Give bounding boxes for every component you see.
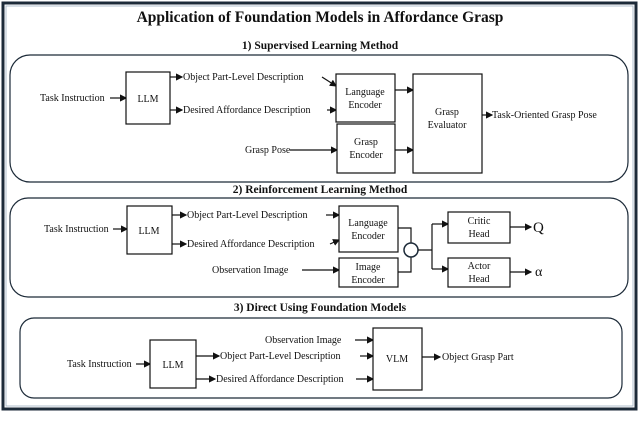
- s2-arrow-afford-enc: [329, 239, 341, 246]
- s1-llm-box: [125, 71, 171, 125]
- s2-language-encoder-l2: Encoder: [351, 231, 385, 242]
- s2-task-instruction: Task Instruction: [44, 224, 109, 235]
- s1-task-instruction: Task Instruction: [40, 93, 105, 104]
- s1-grasp-pose: Grasp Pose: [245, 145, 291, 156]
- s2-language-encoder-l1: Language: [348, 218, 388, 229]
- s2-line-le-fuse: [398, 227, 412, 243]
- s3-vlm-box: [372, 327, 423, 391]
- outer-frame-inner: [5, 5, 634, 407]
- s2-image-encoder-l2: Encoder: [351, 275, 385, 286]
- s3-desired-affordance: Desired Affordance Description: [216, 374, 344, 385]
- s2-image-encoder: [338, 257, 399, 288]
- s2-critic-head-l2: Head: [468, 229, 489, 240]
- s3-vlm-label: VLM: [386, 354, 408, 365]
- outer-frame: [1, 1, 638, 411]
- s3-llm-box: [149, 339, 197, 389]
- s3-object-part: Object Part-Level Description: [220, 351, 341, 362]
- s2-object-part: Object Part-Level Description: [187, 210, 308, 221]
- s3-observation-image: Observation Image: [265, 335, 342, 346]
- s1-language-encoder-l2: Encoder: [348, 100, 382, 111]
- s2-branch: [418, 224, 433, 269]
- s2-llm-box: [126, 205, 173, 255]
- s1-language-encoder-l1: Language: [345, 87, 385, 98]
- diagram-title: Application of Foundation Models in Affo…: [137, 9, 504, 26]
- s2-desired-affordance: Desired Affordance Description: [187, 239, 315, 250]
- s1-llm-label: LLM: [137, 94, 158, 105]
- s1-grasp-encoder: [336, 123, 396, 174]
- s2-actor-head: [447, 257, 511, 288]
- s2-actor-head-l1: Actor: [468, 261, 491, 272]
- section-1-frame: [9, 54, 629, 183]
- s2-llm-label: LLM: [138, 226, 159, 237]
- s3-output: Object Grasp Part: [442, 352, 514, 363]
- s1-language-encoder: [335, 73, 396, 123]
- s2-critic-head: [447, 211, 511, 244]
- s1-grasp-evaluator-l2: Evaluator: [428, 120, 468, 131]
- s2-language-encoder: [338, 205, 399, 253]
- s2-line-ie-fuse: [398, 257, 412, 273]
- s3-llm-label: LLM: [162, 360, 183, 371]
- s1-grasp-evaluator: [412, 73, 483, 174]
- s2-critic-head-l1: Critic: [468, 216, 491, 227]
- s1-grasp-evaluator-l1: Grasp: [435, 107, 459, 118]
- s3-task-instruction: Task Instruction: [67, 359, 132, 370]
- s2-observation-image: Observation Image: [212, 265, 289, 276]
- s1-desired-affordance: Desired Affordance Description: [183, 105, 311, 116]
- s2-image-encoder-l1: Image: [356, 262, 382, 273]
- s1-output: Task-Oriented Grasp Pose: [492, 110, 597, 121]
- fusion-node: [403, 242, 419, 258]
- s1-object-part: Object Part-Level Description: [183, 72, 304, 83]
- section-3-frame: [19, 317, 623, 399]
- s2-q-output: Q: [533, 220, 544, 236]
- s1-grasp-encoder-l1: Grasp: [354, 137, 378, 148]
- section-3-heading: 3) Direct Using Foundation Models: [234, 302, 407, 314]
- s2-alpha-output: α: [535, 265, 543, 280]
- s2-actor-head-l2: Head: [468, 274, 489, 285]
- s1-arrow-part-enc: [321, 76, 338, 87]
- s1-grasp-encoder-l2: Encoder: [349, 150, 383, 161]
- section-2-frame: [9, 197, 629, 298]
- section-2-heading: 2) Reinforcement Learning Method: [233, 184, 408, 196]
- section-1-heading: 1) Supervised Learning Method: [242, 40, 399, 52]
